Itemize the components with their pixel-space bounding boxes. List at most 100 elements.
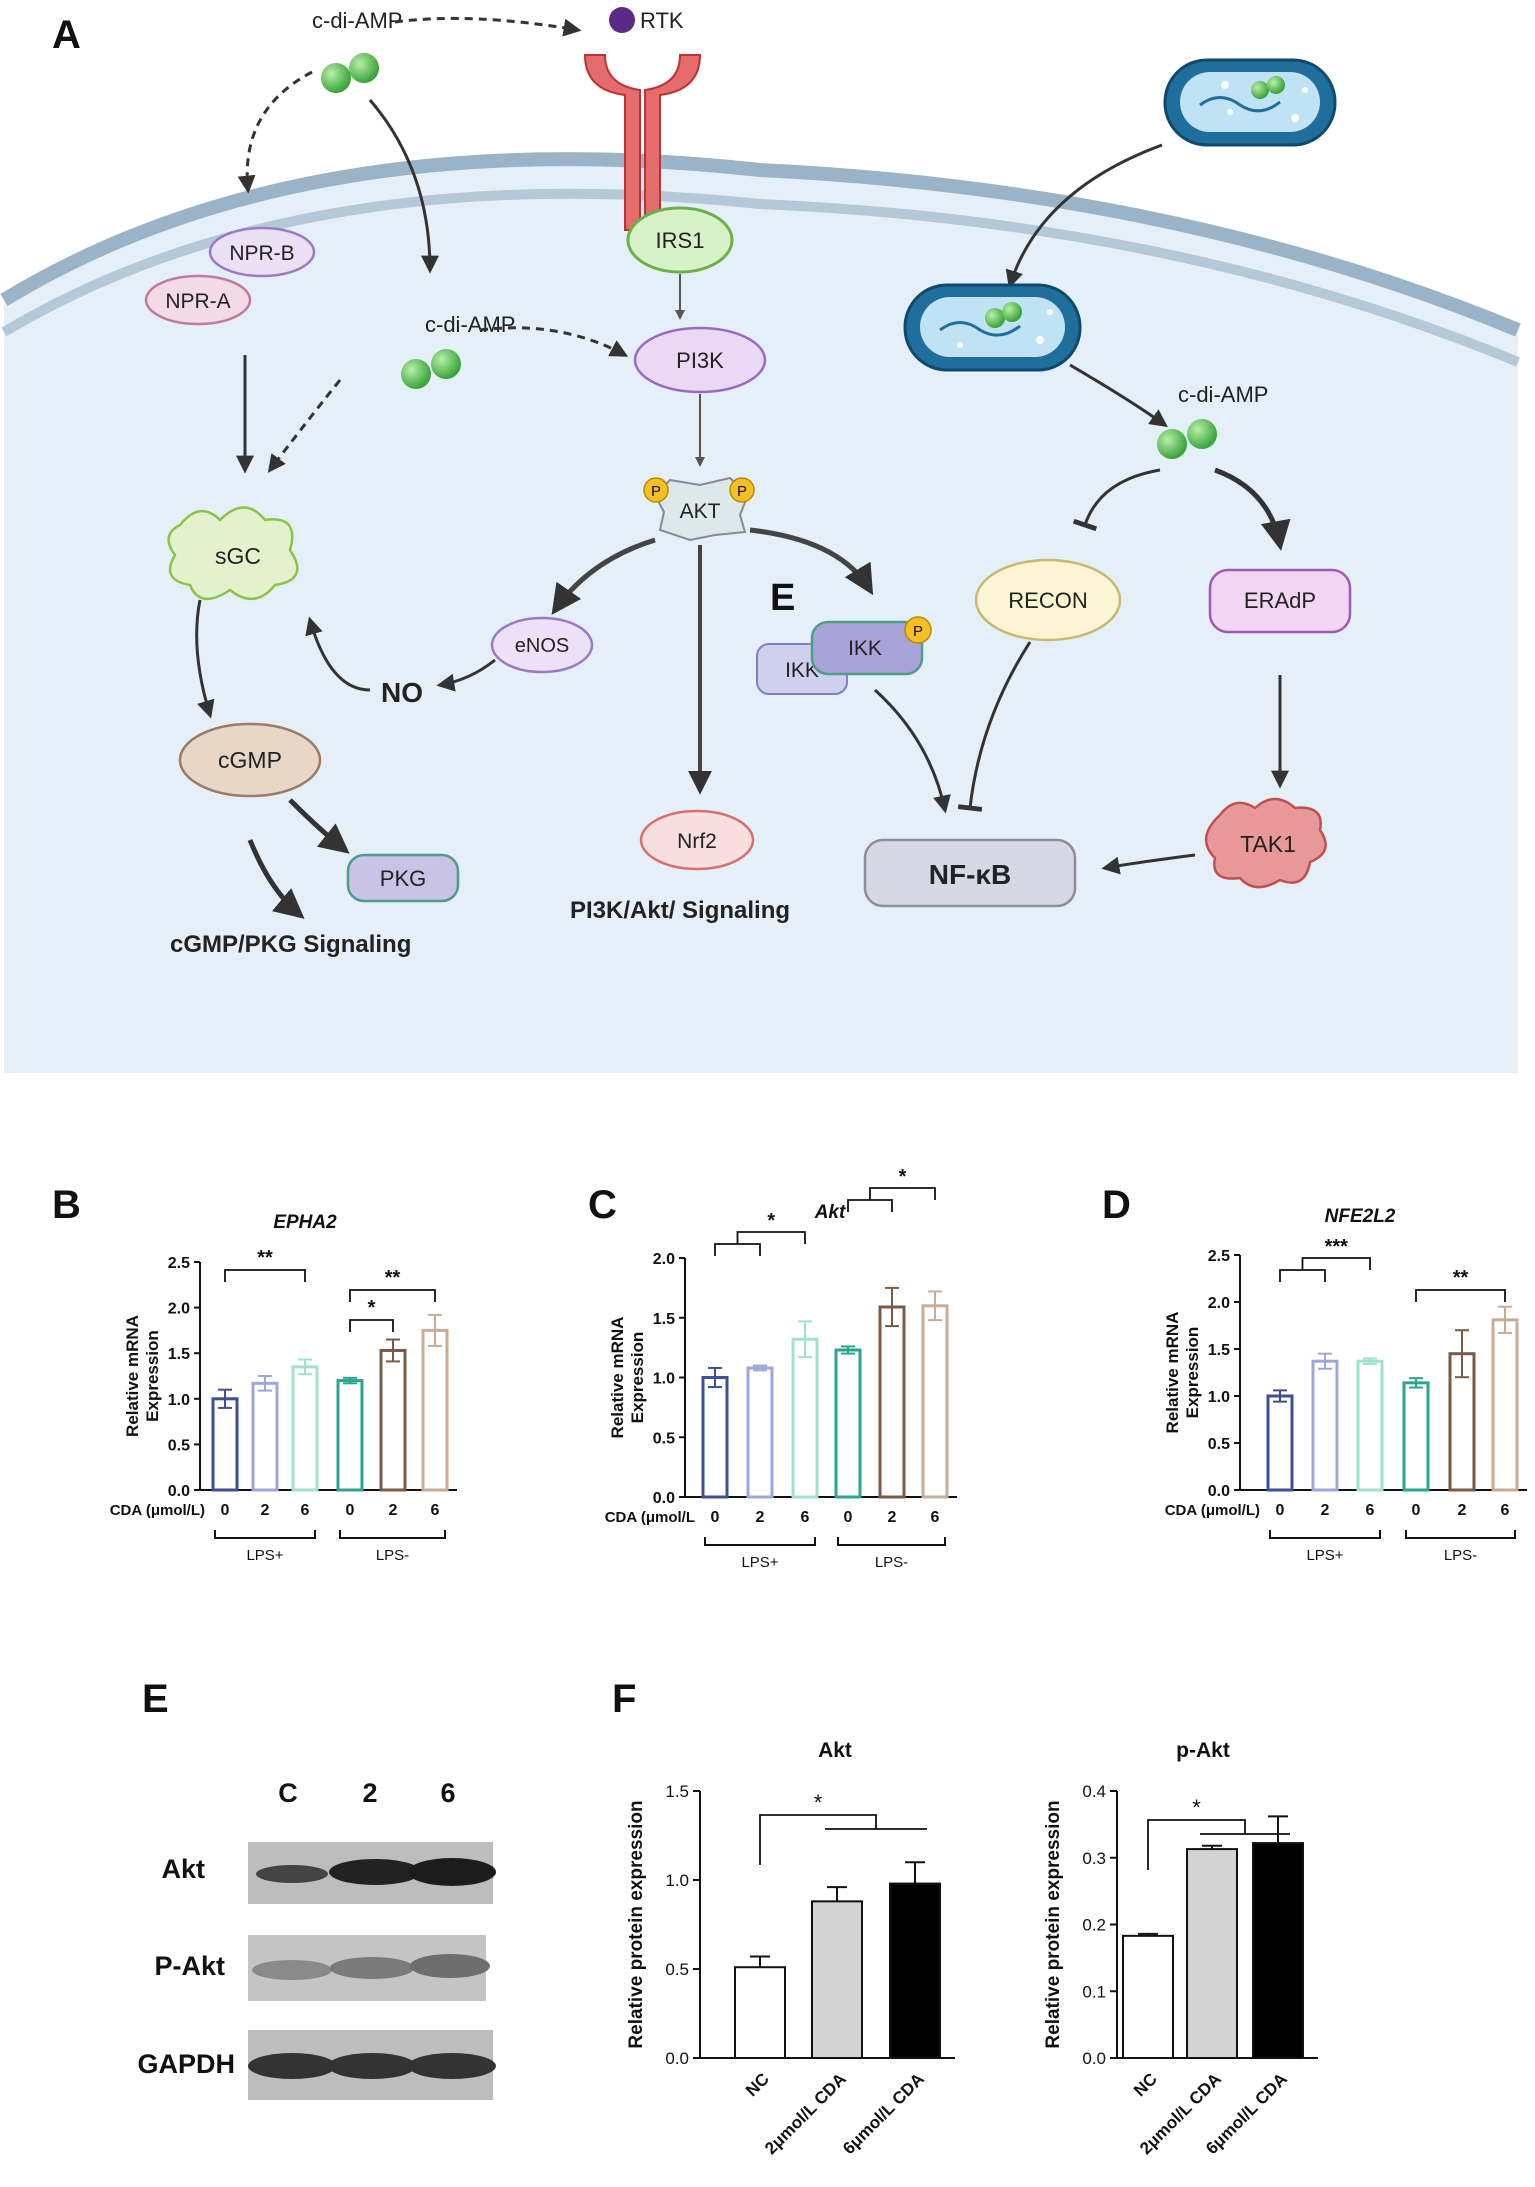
significance-bracket-extension [736, 1231, 806, 1244]
pkg-label: PKG [380, 866, 426, 891]
x-tick-label: 6μmol/L CDA [839, 2069, 928, 2158]
bacterium-inside-icon [903, 283, 1082, 372]
ikk-label-1: IKK [785, 659, 819, 682]
x-tick-label: 6 [301, 1502, 310, 1519]
blot-row-gapdh-label: GAPDH [137, 2049, 235, 2079]
bar [811, 1900, 863, 2059]
nfkb-label: NF-κB [929, 859, 1011, 890]
arrow-enos-no [436, 658, 496, 692]
x-tick-label: 0 [1412, 1502, 1421, 1519]
y-tick-label: 0.0 [1208, 1483, 1230, 1500]
x-tick-label: 0 [1276, 1502, 1285, 1519]
bar [211, 1397, 239, 1492]
arrow-akt-enos [551, 537, 656, 615]
y-axis-label-line1: Relative mRNA [123, 1315, 142, 1437]
panel-letter: C [588, 1183, 617, 1227]
bar [1122, 1934, 1174, 2060]
significance-bracket-extension [869, 1187, 936, 1200]
pkg-node [346, 853, 460, 903]
x-tick-label: 2 [261, 1502, 270, 1519]
chart-title: NFE2L2 [1325, 1206, 1396, 1227]
y-tick-label: 1.0 [665, 1871, 689, 1890]
y-tick-label: 1.0 [653, 1371, 675, 1388]
y-tick-label: 0.2 [1082, 1916, 1106, 1935]
blot-row-akt-label: Akt [161, 1854, 205, 1884]
bacterium-outside-icon [1163, 58, 1337, 147]
pi3k-signaling-label: PI3K/Akt/ Signaling [570, 897, 790, 924]
cdiamp-right-icon [1157, 419, 1217, 459]
y-axis-label-line1: Relative mRNA [1163, 1312, 1182, 1434]
group-label: LPS+ [246, 1547, 283, 1564]
tak1-node [1205, 797, 1327, 889]
nrf2-label: Nrf2 [677, 830, 717, 853]
significance-label: ** [385, 1267, 401, 1289]
arrow-cdiamp-to-npr [237, 70, 313, 194]
arrow-cdiamp-sgc [267, 379, 342, 473]
cell-membrane [0, 152, 1521, 337]
significance-bracket [1415, 1289, 1506, 1302]
cda-axis-label: CDA (μmol/L) [110, 1502, 205, 1519]
y-tick-label: 2.0 [168, 1301, 190, 1318]
bar [746, 1366, 774, 1499]
x-tick-label: 0 [711, 1509, 720, 1526]
eradp-node [1208, 568, 1352, 634]
no-label: NO [381, 677, 423, 708]
bar [336, 1379, 364, 1492]
blot-akt-band-2 [329, 1859, 421, 1885]
y-axis-label-line2: Expression [1183, 1327, 1202, 1419]
bar [1186, 1848, 1238, 2060]
panel-e-letter: E [142, 1677, 169, 1721]
x-tick-label: NC [1130, 2069, 1161, 2100]
x-tick-label: 0 [844, 1509, 853, 1526]
y-tick-label: 2.0 [653, 1251, 675, 1268]
cell-membrane-inner [1, 188, 1520, 367]
x-tick-label: 2 [1458, 1502, 1467, 1519]
bar [251, 1381, 279, 1492]
y-tick-label: 0.5 [653, 1430, 675, 1447]
y-axis-label-line2: Expression [143, 1330, 162, 1422]
chart-title: Akt [814, 1202, 846, 1223]
y-tick-label: 0.4 [1082, 1782, 1106, 1801]
y-tick-label: 0.3 [1082, 1849, 1106, 1868]
eradp-label: ERAdP [1244, 588, 1316, 613]
significance-bracket [349, 1319, 394, 1332]
chart-title: Akt [818, 1739, 852, 1762]
blot-pakt-band-2 [330, 1957, 414, 1979]
significance-label: ** [1453, 1267, 1469, 1289]
significance-bracket [714, 1243, 761, 1256]
cgmp-label: cGMP [218, 747, 282, 773]
group-label: LPS+ [1306, 1547, 1343, 1564]
bar [834, 1348, 862, 1499]
y-axis-label-line2: Expression [628, 1332, 647, 1424]
y-tick-label: 0.5 [168, 1437, 190, 1454]
y-tick-label: 2.5 [168, 1255, 190, 1272]
x-tick-label: 2 [888, 1509, 897, 1526]
significance-label: * [1192, 1795, 1201, 1820]
arrow-sgc-cgmp [195, 599, 215, 719]
bar [421, 1328, 449, 1492]
ikk-node-2 [810, 620, 924, 676]
y-tick-label: 1.5 [665, 1782, 689, 1801]
y-tick-label: 0.1 [1082, 1982, 1106, 2001]
chart-title: p-Akt [1176, 1739, 1230, 1762]
cgmp-signaling-label: cGMP/PKG Signaling [170, 931, 411, 958]
blot-pakt-band-6 [410, 1954, 490, 1978]
arrow-no-sgc [305, 616, 371, 692]
panel-a-letter: A [52, 13, 81, 57]
group-bracket [214, 1530, 316, 1539]
akt-node [653, 476, 750, 542]
y-axis-label-line1: Relative mRNA [608, 1317, 627, 1439]
significance-bracket [349, 1289, 436, 1302]
significance-bracket [1279, 1269, 1326, 1282]
enos-label: eNOS [515, 635, 569, 657]
panel-a-diagram: A c-di-AMP RTK IRS1 NPR-B NPR-A c-di-AMP [0, 2, 1521, 1075]
blot-akt-band-6 [408, 1858, 496, 1886]
group-label: LPS- [875, 1554, 908, 1571]
inhibit-cdiamp-recon [1072, 468, 1161, 532]
x-tick-label: NC [742, 2069, 773, 2100]
significance-bracket [847, 1199, 893, 1212]
ikk-phospho-label: P [913, 623, 923, 640]
recon-label: RECON [1008, 588, 1087, 613]
